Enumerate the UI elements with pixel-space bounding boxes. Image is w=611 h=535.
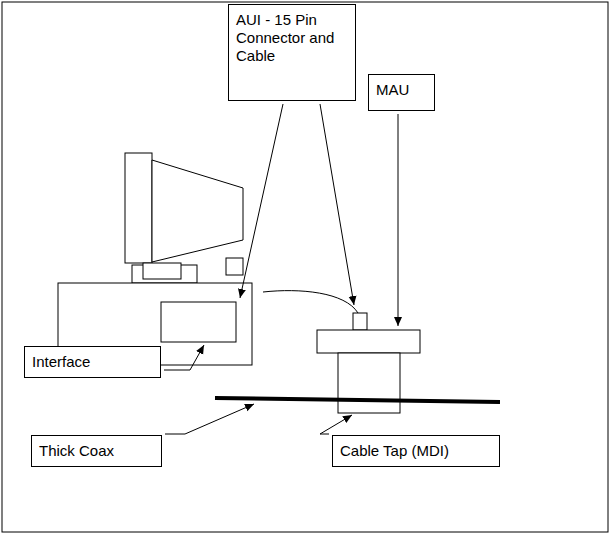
callout-label: Cable Tap (MDI) bbox=[340, 442, 492, 460]
callout-box: Interface bbox=[24, 346, 161, 378]
thick-coax-cable bbox=[215, 398, 500, 402]
callout-label: AUI - 15 Pin Connector and Cable bbox=[236, 11, 348, 65]
callout-box: Cable Tap (MDI) bbox=[332, 435, 500, 467]
leader-lines bbox=[164, 104, 398, 434]
computer bbox=[58, 153, 252, 365]
callout-label: Thick Coax bbox=[39, 442, 154, 460]
callout-box: MAU bbox=[368, 74, 435, 111]
callout-label: Interface bbox=[32, 353, 153, 371]
callout-box: Thick Coax bbox=[31, 435, 162, 467]
callout-label: MAU bbox=[376, 81, 427, 99]
callout-box: AUI - 15 Pin Connector and Cable bbox=[228, 4, 356, 101]
aui-cable bbox=[263, 291, 358, 313]
